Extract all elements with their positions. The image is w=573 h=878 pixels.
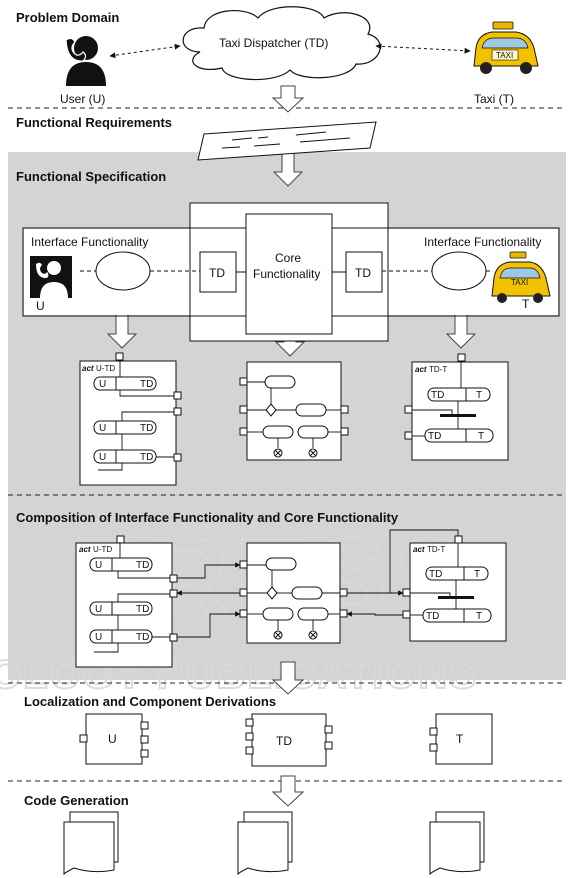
composition-td-t-title: TD-T bbox=[427, 545, 445, 554]
title-problem-domain: Problem Domain bbox=[16, 10, 119, 25]
composition-u-td-u2: U bbox=[95, 604, 102, 615]
activity-td-t-t2: T bbox=[478, 431, 484, 442]
composition-td-t-t1: T bbox=[474, 569, 480, 580]
component-u-label: U bbox=[108, 732, 117, 746]
spec-taxi-car-icon bbox=[491, 251, 551, 303]
composition-td-t bbox=[402, 535, 507, 642]
spec-taxi-label: T bbox=[522, 297, 530, 311]
activity-core bbox=[239, 361, 349, 461]
wire-t-in bbox=[389, 529, 459, 593]
spec-user-label: U bbox=[36, 299, 45, 313]
activity-td-t-td2: TD bbox=[428, 431, 441, 442]
requirements-document bbox=[197, 121, 377, 161]
composition-td-t-act: act bbox=[413, 545, 425, 554]
activity-u-td-u2: U bbox=[99, 423, 106, 434]
composition-u-td-td2: TD bbox=[136, 604, 149, 615]
title-composition: Composition of Interface Functionality a… bbox=[16, 510, 399, 525]
code-documents-t bbox=[429, 811, 485, 876]
dispatcher-label: Taxi Dispatcher (TD) bbox=[219, 36, 328, 50]
component-t bbox=[429, 713, 493, 765]
activity-u-td-td2: TD bbox=[140, 423, 153, 434]
left-td-label: TD bbox=[209, 266, 225, 280]
composition-td-t-t2: T bbox=[476, 611, 482, 622]
title-functional-requirements: Functional Requirements bbox=[16, 115, 172, 130]
right-interface-td-box bbox=[345, 251, 383, 293]
watermark: PRESS OLOGY PUBLICATIONS bbox=[0, 515, 478, 698]
user-dispatcher-link bbox=[109, 43, 181, 59]
taxi-car-icon bbox=[473, 21, 539, 74]
spec-taxi-sign-text: TAXI bbox=[511, 278, 528, 287]
activity-td-t-act: act bbox=[415, 365, 427, 374]
interface-right-label: Interface Functionality bbox=[424, 235, 541, 249]
left-interface-process bbox=[95, 251, 151, 291]
code-documents-u bbox=[63, 811, 119, 876]
wire-u-to-core-1 bbox=[177, 562, 241, 579]
user-phone-icon bbox=[65, 36, 106, 86]
core-label-line2: Functionality bbox=[253, 267, 320, 281]
activity-u-td-td3: TD bbox=[140, 452, 153, 463]
activity-u-td-act: act bbox=[82, 364, 94, 373]
title-localization: Localization and Component Derivations bbox=[24, 694, 276, 709]
activity-u-td-u3: U bbox=[99, 452, 106, 463]
composition-u-td-td3: TD bbox=[136, 632, 149, 643]
composition-core bbox=[239, 542, 348, 644]
wire-u-to-core-3 bbox=[177, 611, 241, 638]
component-td bbox=[245, 713, 333, 767]
activity-td-t-td1: TD bbox=[431, 390, 444, 401]
arrow-to-localization bbox=[271, 661, 305, 695]
interface-left-label: Interface Functionality bbox=[31, 235, 148, 249]
activity-td-t-title: TD-T bbox=[429, 365, 447, 374]
title-code-generation: Code Generation bbox=[24, 793, 129, 808]
composition-u-td bbox=[75, 535, 178, 668]
composition-wires bbox=[176, 529, 459, 638]
taxi-sign-text: TAXI bbox=[496, 51, 513, 60]
composition-u-td-u1: U bbox=[95, 560, 102, 571]
left-interface-td-box bbox=[199, 251, 237, 293]
composition-td-t-td1: TD bbox=[429, 569, 442, 580]
code-documents-td bbox=[237, 811, 293, 876]
composition-td-t-td2: TD bbox=[426, 611, 439, 622]
core-box bbox=[245, 213, 333, 335]
dispatcher-taxi-link bbox=[375, 43, 471, 54]
activity-u-td-td1: TD bbox=[140, 379, 153, 390]
wire-t-to-core-2 bbox=[346, 611, 403, 617]
core-label-line1: Core bbox=[275, 251, 301, 265]
composition-u-td-act: act bbox=[79, 545, 91, 554]
taxi-label: Taxi (T) bbox=[474, 92, 514, 106]
watermark-line2: OLOGY PUBLICATIONS bbox=[0, 653, 478, 697]
dispatcher-cloud bbox=[182, 6, 381, 81]
activity-u-td-title: U-TD bbox=[96, 364, 115, 373]
title-functional-specification: Functional Specification bbox=[16, 169, 166, 184]
composition-u-td-u3: U bbox=[95, 632, 102, 643]
component-u bbox=[79, 713, 149, 765]
arrow-to-requirements bbox=[271, 85, 305, 113]
composition-u-td-title: U-TD bbox=[93, 545, 112, 554]
activity-u-td-u1: U bbox=[99, 379, 106, 390]
right-interface-process bbox=[431, 251, 487, 291]
component-td-label: TD bbox=[276, 734, 292, 748]
right-td-label: TD bbox=[355, 266, 371, 280]
composition-u-td-td1: TD bbox=[136, 560, 149, 571]
component-t-label: T bbox=[456, 732, 464, 746]
user-label: User (U) bbox=[60, 92, 105, 106]
spec-user-phone-icon bbox=[30, 256, 72, 298]
arrow-to-code bbox=[271, 775, 305, 807]
activity-u-td bbox=[79, 352, 182, 486]
activity-td-t bbox=[404, 353, 509, 461]
activity-td-t-t1: T bbox=[476, 390, 482, 401]
